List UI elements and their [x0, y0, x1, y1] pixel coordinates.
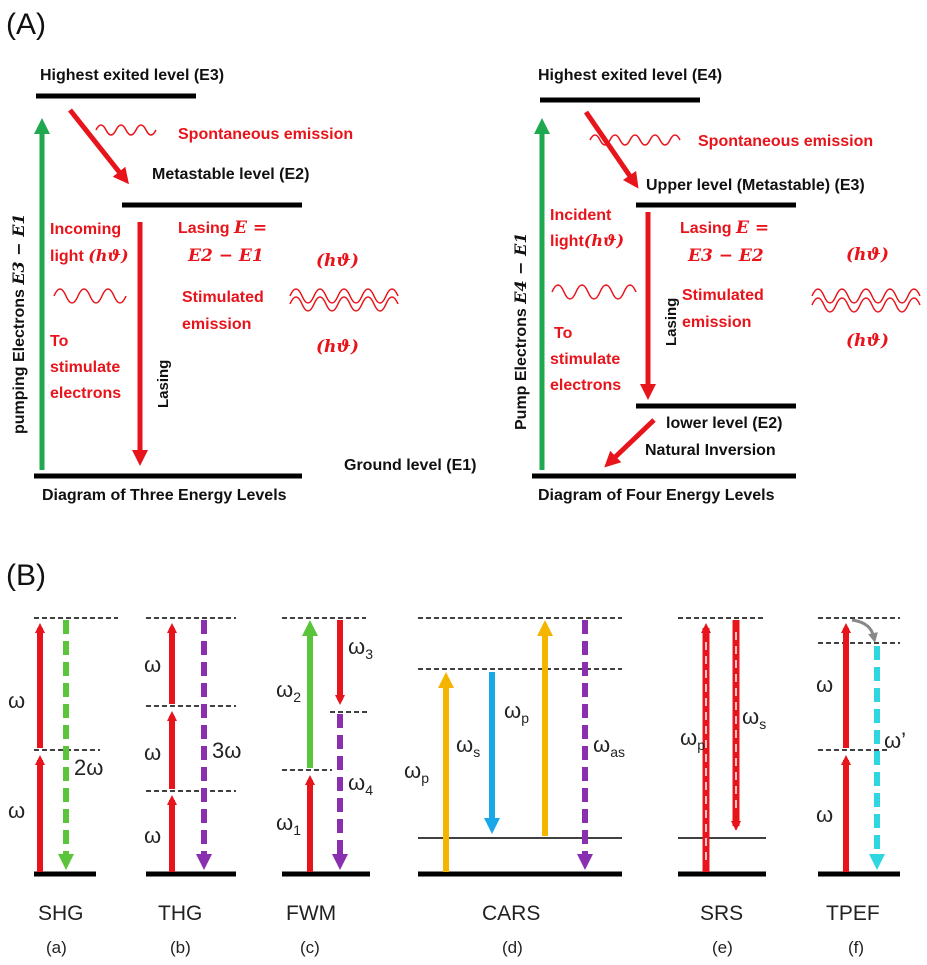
pump-label: pumping Electrons E3 − E1: [9, 213, 28, 434]
lasing-energy-four-line2: E3 − E2: [687, 246, 764, 266]
fwm-name: FWM: [286, 902, 336, 925]
decay-arrow-four: [583, 110, 639, 189]
level-e3-label: Highest exited level (E3): [40, 67, 224, 84]
incident-wave: [551, 284, 637, 300]
shg-name: SHG: [38, 902, 84, 925]
spontaneous-wave: [95, 124, 157, 136]
thg-omega-bot: ω: [144, 823, 161, 848]
panel-b-label: (B): [6, 559, 46, 592]
lasing-vertical-label: Lasing: [155, 360, 172, 408]
shg-output-label: 2ω: [74, 755, 103, 780]
four-level-diagram: Highest exited level (E4) Upper level (M…: [511, 67, 921, 504]
thg-omega-mid: ω: [144, 740, 161, 765]
srs-name: SRS: [700, 902, 743, 925]
cars-diagram: ωp ωs ωp ωas CARS (d): [404, 617, 625, 957]
level-e3-upper-label: Upper level (Metastable) (E3): [646, 177, 865, 194]
to-stimulate-line2: stimulate: [50, 359, 120, 376]
incident-line2: light(hϑ): [550, 231, 624, 250]
lasing-energy-four-line1: Lasing E =: [680, 218, 769, 238]
three-level-caption: Diagram of Three Energy Levels: [42, 487, 287, 504]
tpef-diagram: ω ω ω’ TPEF (f): [816, 617, 906, 957]
srs-diagram: ωp ωs SRS (e): [678, 617, 766, 957]
tpef-name: TPEF: [826, 902, 880, 925]
level-e2-label: Metastable level (E2): [152, 166, 309, 183]
stimulated-wave-four-2: [811, 297, 921, 313]
thg-name: THG: [158, 902, 202, 925]
level-e1-label: Ground level (E1): [344, 457, 476, 474]
incoming-wave: [53, 288, 127, 304]
thg-diagram: ω ω ω 3ω THG (b): [144, 617, 241, 957]
tpef-relaxation-arrow: [851, 618, 878, 643]
pump-label-four: Pump Electrons E4 − E1: [511, 233, 530, 430]
natural-inversion-label: Natural Inversion: [645, 442, 776, 459]
stimulated-line2: emission: [182, 316, 251, 333]
tpef-output-label: ω’: [884, 728, 906, 753]
hv-top-label-four: (hϑ): [846, 245, 889, 265]
srs-ws-label: ωs: [742, 704, 766, 732]
fwm-omega2-label: ω2: [276, 677, 301, 705]
lasing-energy-line1: Lasing E =: [178, 218, 267, 238]
to-stimulate-line3: electrons: [50, 385, 121, 402]
fwm-letter: (c): [300, 938, 320, 957]
spontaneous-label-four: Spontaneous emission: [698, 133, 873, 150]
spontaneous-wave-four: [589, 134, 681, 146]
fwm-omega3-label: ω3: [348, 634, 373, 662]
cars-name: CARS: [482, 902, 540, 925]
shg-omega-upper: ω: [8, 688, 25, 713]
thg-omega-top: ω: [144, 652, 161, 677]
hv-bottom-label-four: (hϑ): [846, 331, 889, 351]
to-stimulate-four-line2: stimulate: [550, 351, 620, 368]
srs-letter: (e): [712, 938, 733, 957]
fwm-diagram: ω1 ω2 ω3 ω4 FWM (c): [276, 617, 373, 957]
four-level-caption: Diagram of Four Energy Levels: [538, 487, 775, 504]
cars-wp2-label: ωp: [504, 698, 529, 726]
stimulated-four-line1: Stimulated: [682, 287, 764, 304]
three-level-diagram: Highest exited level (E3) Metastable lev…: [9, 67, 476, 504]
to-stimulate-four-line1: To: [554, 325, 573, 342]
incident-line1: Incident: [550, 207, 612, 224]
cars-was-label: ωas: [593, 732, 625, 760]
stimulated-line1: Stimulated: [182, 289, 264, 306]
stimulated-wave-four-1: [811, 288, 921, 304]
to-stimulate-line1: To: [50, 333, 69, 350]
hv-bottom-label: (hϑ): [316, 337, 359, 357]
hv-top-label: (hϑ): [316, 251, 359, 271]
cars-wp1-label: ωp: [404, 758, 429, 786]
stimulated-wave-2: [289, 296, 399, 312]
incoming-line1: Incoming: [50, 221, 121, 238]
shg-diagram: ω ω 2ω SHG (a): [8, 617, 118, 957]
incoming-line2: light (hϑ): [50, 246, 129, 265]
natural-inversion-arrow: [604, 418, 656, 468]
srs-wp-label: ωp: [680, 725, 705, 753]
shg-omega-lower: ω: [8, 798, 25, 823]
to-stimulate-four-line3: electrons: [550, 377, 621, 394]
stimulated-four-line2: emission: [682, 314, 751, 331]
fwm-omega4-label: ω4: [348, 770, 373, 798]
spontaneous-label: Spontaneous emission: [178, 126, 353, 143]
tpef-letter: (f): [848, 938, 864, 957]
cars-letter: (d): [502, 938, 523, 957]
tpef-omega-upper: ω: [816, 672, 833, 697]
lasing-vertical-label-four: Lasing: [663, 298, 680, 346]
level-e4-label: Highest exited level (E4): [538, 67, 722, 84]
decay-arrow: [68, 108, 129, 185]
cars-ws-label: ωs: [456, 732, 480, 760]
shg-letter: (a): [46, 938, 67, 957]
lasing-energy-line2: E2 − E1: [187, 246, 264, 266]
fwm-omega1-label: ω1: [276, 810, 301, 838]
tpef-omega-lower: ω: [816, 802, 833, 827]
thg-output-label: 3ω: [212, 738, 241, 763]
panel-a-label: (A): [6, 8, 46, 41]
thg-letter: (b): [170, 938, 191, 957]
stimulated-wave-1: [289, 288, 399, 304]
level-e2-lower-label: lower level (E2): [666, 415, 783, 432]
